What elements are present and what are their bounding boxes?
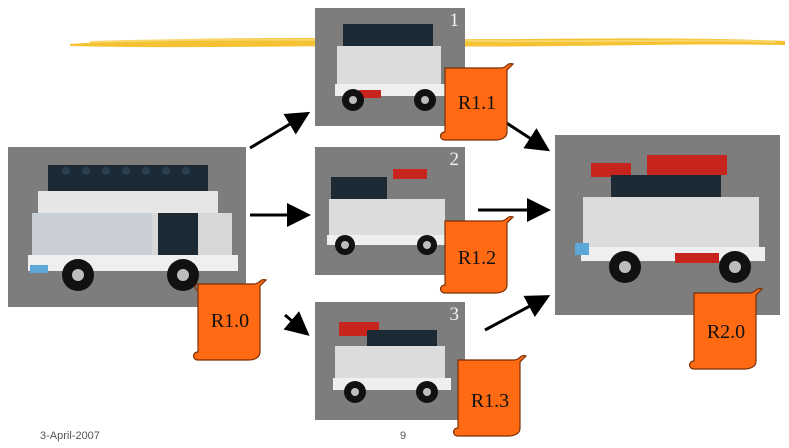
release-scroll-r1-1: R1.1 xyxy=(437,60,517,142)
variant-1-truck-image xyxy=(335,24,445,111)
release-label-r1-1: R1.1 xyxy=(457,92,497,114)
scroll-icon xyxy=(452,355,528,437)
panel-merged-truck xyxy=(555,135,780,315)
footer-date: 3-April-2007 xyxy=(40,430,100,442)
panel-base-truck xyxy=(8,147,246,307)
scroll-icon xyxy=(192,279,268,361)
arrow-base-to-3 xyxy=(283,311,310,336)
arrow-base-to-1 xyxy=(249,111,311,150)
scroll-icon xyxy=(439,216,515,294)
variant-3-truck-image xyxy=(333,322,451,403)
release-scroll-r1-2: R1.2 xyxy=(437,213,517,295)
release-label-r1-2: R1.2 xyxy=(457,247,497,269)
release-scroll-r2-0: R2.0 xyxy=(686,285,766,371)
footer-page-number: 9 xyxy=(400,430,407,442)
variant-2-number: 2 xyxy=(449,149,460,170)
variant-3-number: 3 xyxy=(449,304,460,325)
arrow-3-to-merged xyxy=(484,295,551,332)
scroll-icon xyxy=(688,288,764,370)
merged-truck-image xyxy=(575,155,765,283)
release-label-r2-0: R2.0 xyxy=(706,321,746,343)
variant-2-truck-image xyxy=(327,169,451,255)
release-scroll-r1-0: R1.0 xyxy=(190,276,270,362)
base-truck-image xyxy=(28,165,238,291)
panel-variant-1: 1 xyxy=(315,8,465,126)
panel-variant-3: 3 xyxy=(315,302,465,420)
variant-1-number: 1 xyxy=(449,10,460,31)
release-label-r1-0: R1.0 xyxy=(210,310,250,332)
scroll-icon xyxy=(439,63,515,141)
release-scroll-r1-3: R1.3 xyxy=(450,352,530,438)
release-label-r1-3: R1.3 xyxy=(470,390,510,412)
panel-variant-2: 2 xyxy=(315,147,465,275)
